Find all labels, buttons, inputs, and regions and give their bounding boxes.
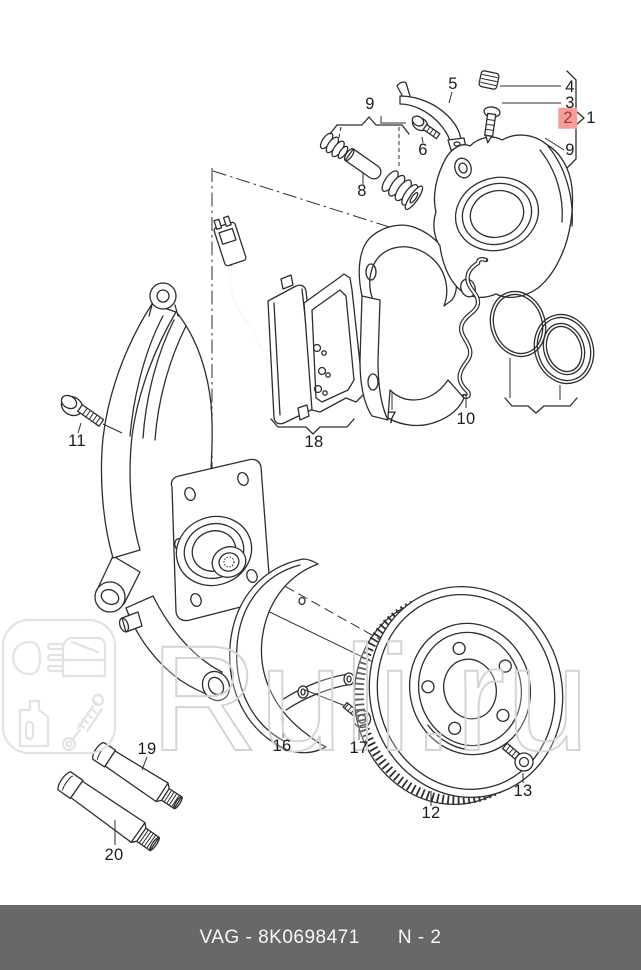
- watermark-oil-icon: [18, 699, 50, 748]
- footer-part-number: VAG - 8K0698471: [199, 926, 360, 948]
- callout-12: 12: [421, 803, 441, 822]
- callout-2: 2: [558, 107, 578, 129]
- callout-11: 11: [68, 431, 86, 450]
- callout-16: 16: [272, 736, 292, 755]
- bolt-11: [60, 394, 123, 434]
- callout-13: 13: [513, 781, 533, 800]
- sensor-connector: [213, 215, 247, 267]
- pad-spring: [457, 257, 489, 408]
- callout-20: 20: [104, 845, 124, 864]
- callout-3: 3: [565, 93, 575, 112]
- callout-6: 6: [418, 140, 428, 159]
- retainer-bracket-5: [396, 81, 467, 151]
- callout-7: 7: [387, 408, 397, 427]
- callout-10: 10: [456, 409, 476, 428]
- callout-5: 5: [448, 74, 458, 93]
- brake-caliper: [433, 134, 574, 299]
- watermark-text: Ruli.ru: [150, 614, 590, 782]
- callout-8: 8: [357, 181, 367, 200]
- callout-17: 17: [349, 738, 369, 757]
- callout-4: 4: [565, 77, 575, 96]
- footer-bar: VAG - 8K0698471 N - 2: [0, 905, 641, 970]
- bolt-13: [501, 742, 534, 783]
- group-brace-1: [566, 70, 585, 169]
- seal-kit: [489, 290, 595, 414]
- watermark-door-icon: [61, 636, 107, 678]
- watermark: Ruli.ru: [1, 613, 590, 783]
- brake-disc: [353, 585, 564, 806]
- exploded-diagram: Ruli.ru: [1, 70, 595, 852]
- splash-shield: [229, 558, 355, 754]
- bolt-6: [411, 115, 441, 144]
- brake-pads: [213, 215, 365, 435]
- callout-9: 9: [565, 140, 575, 159]
- guide-pin-group: [319, 116, 424, 211]
- bleeder-valve-group: [478, 70, 561, 144]
- caliper-carrier: [358, 224, 465, 427]
- callout-9: 9: [365, 94, 375, 113]
- callout-1: 1: [586, 108, 596, 127]
- callout-19: 19: [137, 739, 157, 758]
- callout-18: 18: [304, 432, 324, 451]
- footer-page-code: N - 2: [397, 926, 442, 948]
- steering-knuckle: [94, 282, 271, 702]
- watermark-shock-icon: [61, 693, 105, 752]
